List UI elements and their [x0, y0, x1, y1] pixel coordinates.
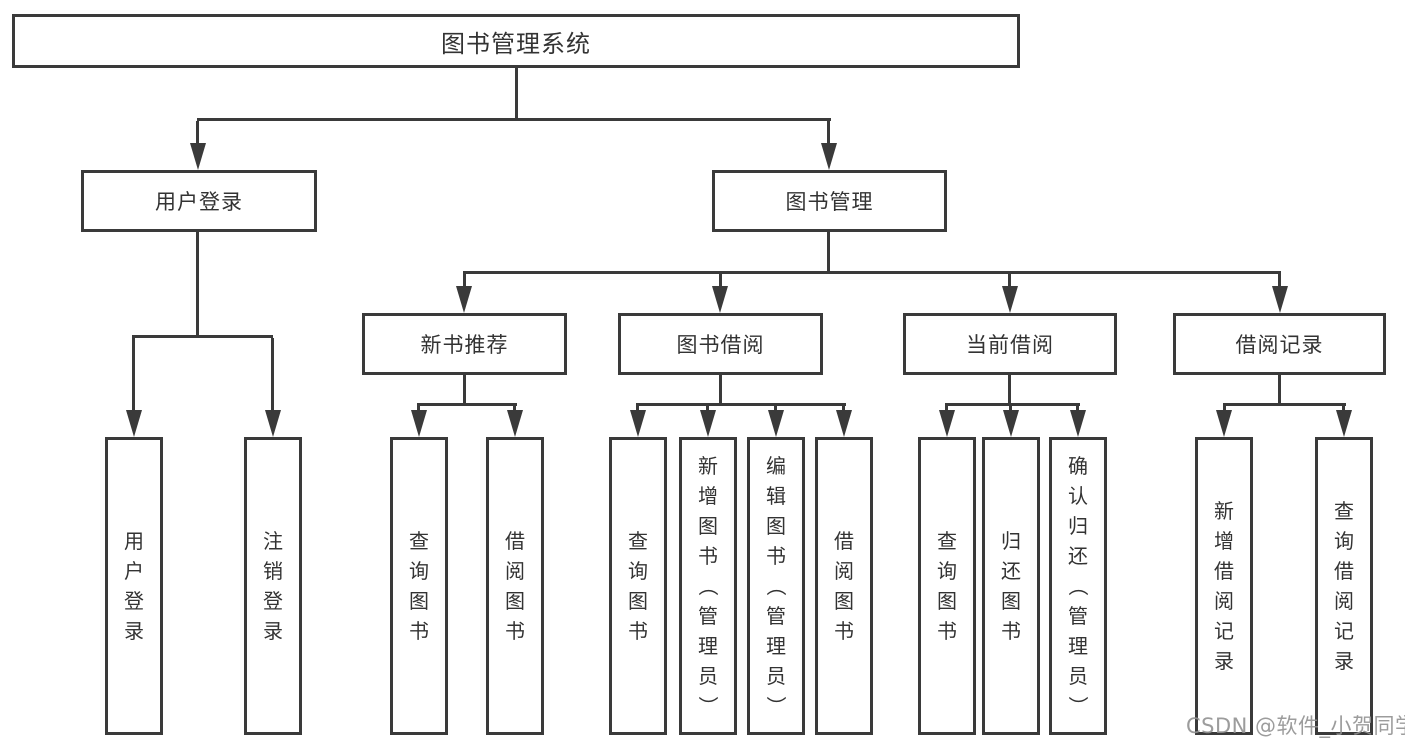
arrow-down-icon — [939, 410, 955, 437]
arrow-down-icon — [126, 410, 142, 437]
leaf-label: 查询图书 — [937, 529, 957, 643]
arrow-down-icon — [836, 410, 852, 437]
leaf-query-books-borrowing: 查询图书 — [609, 437, 667, 735]
arrow-down-icon — [1002, 286, 1018, 313]
connector — [515, 68, 518, 121]
arrow-down-icon — [507, 410, 523, 437]
arrow-down-icon — [456, 286, 472, 313]
connector — [463, 271, 1281, 274]
arrow-down-icon — [1070, 410, 1086, 437]
connector — [636, 403, 846, 406]
leaf-label: 查询图书 — [409, 529, 429, 643]
node-user-login: 用户登录 — [81, 170, 317, 232]
arrow-down-icon — [1003, 410, 1019, 437]
node-current-borrowing: 当前借阅 — [903, 313, 1117, 375]
leaf-user-login: 用户登录 — [105, 437, 163, 735]
arrow-down-icon — [768, 410, 784, 437]
leaf-query-books-recommend: 查询图书 — [390, 437, 448, 735]
arrow-down-icon — [821, 143, 837, 170]
connector — [196, 232, 199, 338]
leaf-confirm-return-admin: 确认归还（管理员） — [1049, 437, 1107, 735]
leaf-return-books: 归还图书 — [982, 437, 1040, 735]
leaf-label: 用户登录 — [124, 529, 144, 643]
node-book-management: 图书管理 — [712, 170, 947, 232]
arrow-down-icon — [700, 410, 716, 437]
arrow-down-icon — [712, 286, 728, 313]
connector — [827, 232, 830, 274]
connector — [719, 274, 722, 290]
leaf-add-books-admin: 新增图书（管理员） — [679, 437, 737, 735]
leaf-add-borrow-record: 新增借阅记录 — [1195, 437, 1253, 735]
leaf-query-borrow-record: 查询借阅记录 — [1315, 437, 1373, 735]
leaf-borrow-books-recommend: 借阅图书 — [486, 437, 544, 735]
leaf-label: 编辑图书（管理员） — [764, 454, 788, 716]
connector — [827, 121, 830, 148]
connector — [197, 118, 831, 121]
leaf-label: 注销登录 — [263, 529, 283, 643]
arrow-down-icon — [1216, 410, 1232, 437]
connector — [1008, 375, 1011, 406]
leaf-label: 新增借阅记录 — [1214, 499, 1234, 673]
leaf-label: 归还图书 — [1001, 529, 1021, 643]
connector — [1223, 403, 1346, 406]
connector — [1278, 274, 1281, 290]
node-new-book-recommendation: 新书推荐 — [362, 313, 567, 375]
connector — [417, 403, 517, 406]
connector — [196, 121, 199, 148]
leaf-query-books-current: 查询图书 — [918, 437, 976, 735]
arrow-down-icon — [411, 410, 427, 437]
arrow-down-icon — [1272, 286, 1288, 313]
leaf-label: 借阅图书 — [505, 529, 525, 643]
leaf-label: 确认归还（管理员） — [1066, 454, 1090, 716]
arrow-down-icon — [630, 410, 646, 437]
leaf-label: 新增图书（管理员） — [696, 454, 720, 716]
node-borrowing-records: 借阅记录 — [1173, 313, 1386, 375]
connector — [719, 375, 722, 406]
leaf-edit-books-admin: 编辑图书（管理员） — [747, 437, 805, 735]
connector — [945, 403, 1080, 406]
leaf-logout: 注销登录 — [244, 437, 302, 735]
leaf-label: 查询借阅记录 — [1334, 499, 1354, 673]
connector — [1278, 375, 1281, 406]
connector — [1008, 274, 1011, 290]
connector — [271, 338, 274, 415]
arrow-down-icon — [265, 410, 281, 437]
connector — [463, 274, 466, 290]
leaf-borrow-books-borrowing: 借阅图书 — [815, 437, 873, 735]
node-book-borrowing: 图书借阅 — [618, 313, 823, 375]
leaf-label: 借阅图书 — [834, 529, 854, 643]
connector — [132, 335, 273, 338]
connector — [132, 338, 135, 415]
arrow-down-icon — [190, 143, 206, 170]
arrow-down-icon — [1336, 410, 1352, 437]
leaf-label: 查询图书 — [628, 529, 648, 643]
connector — [463, 375, 466, 406]
csdn-watermark: CSDN @软件_小贺同学 — [1186, 714, 1405, 738]
node-book-management-system: 图书管理系统 — [12, 14, 1020, 68]
